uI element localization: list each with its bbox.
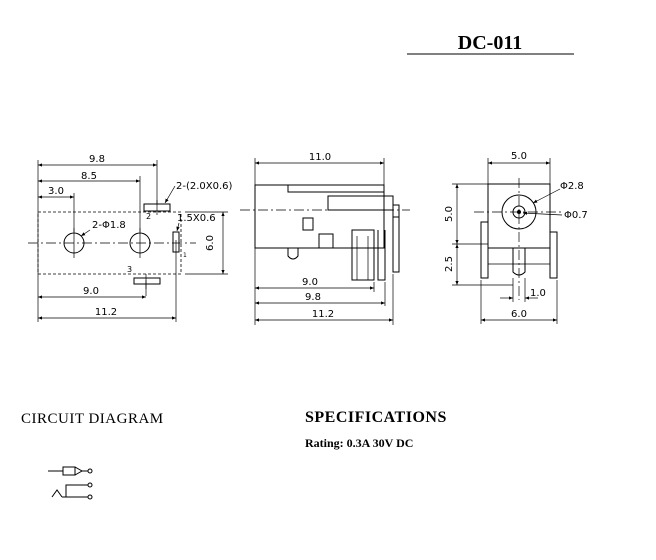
dim-side-9-0-label: 9.0 [302, 277, 318, 288]
circuit-diagram: CIRCUIT DIAGRAM [21, 411, 164, 500]
leader-slot-pads [164, 185, 176, 204]
dim-8-5-label: 8.5 [81, 171, 97, 182]
dim-9-8-label: 9.8 [89, 154, 105, 165]
end-pin-center [512, 248, 526, 276]
side-pin-a [287, 248, 299, 260]
part-number-title: DC-011 [458, 32, 522, 54]
side-tab [392, 204, 400, 218]
body-outline [37, 211, 182, 275]
end-pin-left [480, 221, 489, 279]
dim-end-2-5-label: 2.5 [444, 256, 455, 272]
side-top-step [287, 185, 384, 193]
side-body [254, 184, 394, 249]
dim-3-0-label: 3.0 [48, 186, 64, 197]
leader-holes [80, 229, 91, 237]
side-notch [318, 233, 334, 249]
end-pin-right [549, 231, 558, 279]
dim-end-5-0-top-label: 5.0 [511, 151, 527, 162]
specifications: SPECIFICATIONS Rating: 0.3A 30V DC [305, 409, 447, 450]
leader-pin-dia [522, 211, 563, 216]
circuit-heading: CIRCUIT DIAGRAM [21, 411, 164, 427]
terminal-2 [87, 482, 93, 488]
dim-pin-dia-label: Φ0.7 [564, 210, 588, 221]
dim-end-6-0-label: 6.0 [511, 309, 527, 320]
leader-socket-dia [532, 188, 561, 204]
slot-pad-bottom [133, 277, 161, 285]
switch-wire-upper [62, 484, 88, 498]
pin-label-1: 1 [183, 252, 187, 259]
side-view: 11.0 9.0 9.8 11.2 [240, 152, 410, 325]
dim-9-0-label: 9.0 [83, 286, 99, 297]
side-pin-d [392, 217, 400, 273]
pin-label-2: 2 [146, 212, 151, 221]
dim-11-2-label: 11.2 [95, 307, 117, 318]
dim-end-1-0-label: 1.0 [530, 288, 546, 299]
side-barrel [327, 195, 385, 211]
dim-side-slot-label: 1.5X0.6 [177, 213, 216, 224]
terminal-1 [87, 468, 93, 474]
terminal-3 [87, 494, 93, 500]
dim-side-11-2-label: 11.2 [312, 309, 334, 320]
plug-body [62, 466, 76, 476]
dim-socket-dia-label: Φ2.8 [560, 181, 584, 192]
side-slot [172, 231, 180, 253]
front-view: 9.8 8.5 3.0 2-Φ1.8 2 2-(2.0X0.6) 1.5X0.6… [28, 154, 233, 322]
dim-slot-pads-label: 2-(2.0X0.6) [176, 181, 233, 192]
dim-end-5-0-v-label: 5.0 [444, 206, 455, 222]
dim-side-9-8-label: 9.8 [305, 292, 321, 303]
dim-side-11-0-label: 11.0 [309, 152, 331, 163]
side-pin-c [377, 230, 386, 281]
dim-holes-label: 2-Φ1.8 [92, 220, 126, 231]
side-window [302, 217, 314, 231]
switch-arrow [51, 489, 63, 498]
title-block: DC-011 [407, 32, 574, 55]
dim-6-0-label: 6.0 [205, 235, 216, 251]
pin-label-3: 3 [127, 265, 132, 274]
rating-text: Rating: 0.3A 30V DC [305, 436, 413, 450]
side-pin-b [351, 229, 375, 281]
leader-side-slot [176, 222, 180, 232]
plug-tip [74, 466, 84, 476]
specifications-heading: SPECIFICATIONS [305, 409, 447, 426]
end-view: 5.0 Φ2.8 Φ0.7 5.0 2.5 1.0 [444, 151, 588, 324]
